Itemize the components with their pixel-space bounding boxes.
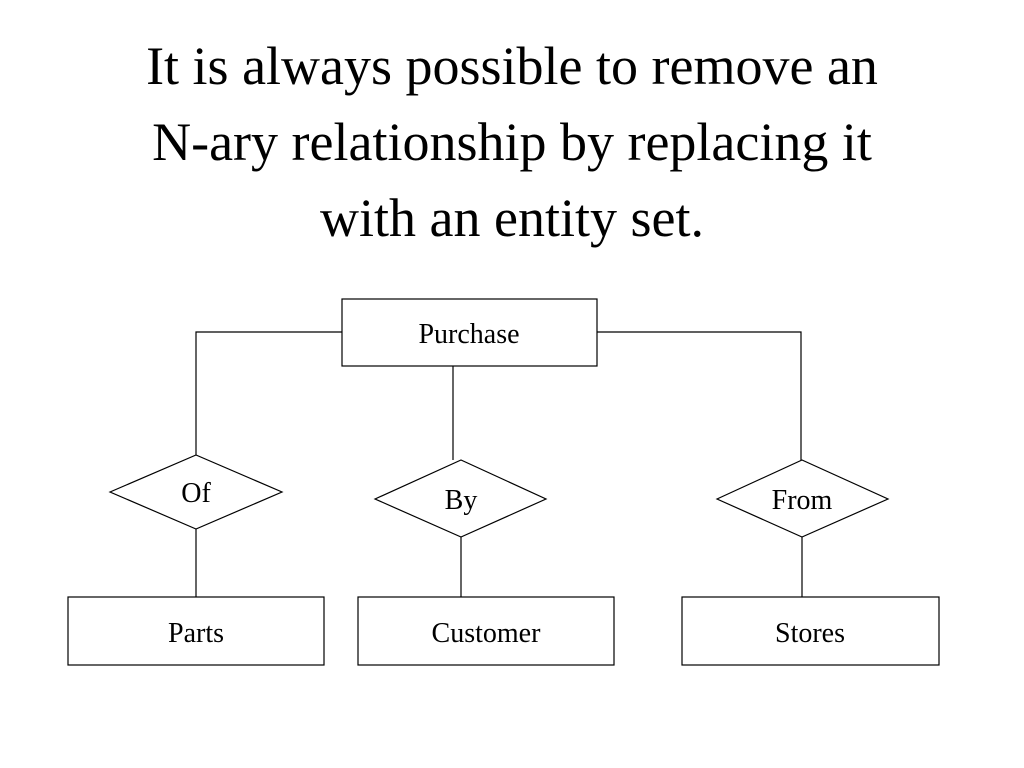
connector-purchase-of [195,331,342,455]
relationship-from-label: From [772,485,833,516]
entity-customer-label: Customer [432,618,542,649]
entity-purchase: Purchase [341,298,598,367]
title-line-3: with an entity set. [320,188,704,248]
connector-purchase-from [597,331,802,460]
entity-parts: Parts [67,596,325,666]
title-line-1: It is always possible to remove an [146,36,878,96]
entity-stores-label: Stores [775,618,845,649]
relationship-by: By [373,459,548,538]
entity-parts-label: Parts [168,618,224,649]
relationship-of-label: Of [181,478,211,509]
slide-title: It is always possible to remove an N-ary… [40,28,984,256]
entity-stores: Stores [681,596,940,666]
relationship-by-label: By [445,485,478,516]
title-line-2: N-ary relationship by replacing it [152,112,872,172]
relationship-from: From [715,459,890,538]
relationship-of: Of [108,454,284,530]
entity-purchase-label: Purchase [418,319,519,350]
entity-customer: Customer [357,596,615,666]
